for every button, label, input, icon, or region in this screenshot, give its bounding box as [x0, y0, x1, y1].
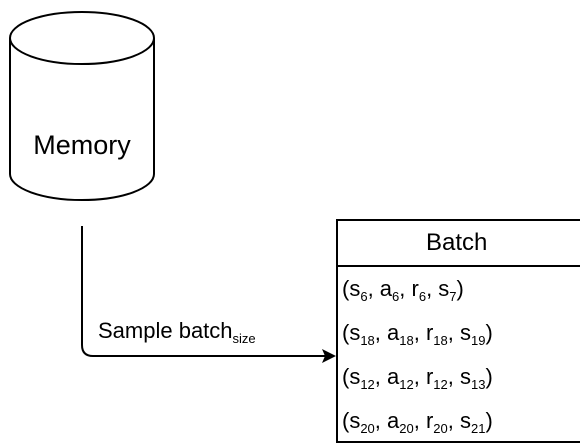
tuple-index: 18: [399, 333, 414, 348]
tuple-part: , s: [447, 320, 471, 345]
batch-title: Batch: [338, 221, 580, 267]
tuple-part: , r: [399, 276, 419, 301]
batch-row: (s20, a20, r20, s21): [338, 399, 580, 443]
tuple-index: 19: [471, 333, 486, 348]
tuple-part: ): [485, 320, 493, 345]
sample-batch-text: Sample batch: [98, 318, 233, 343]
batch-row: (s18, a18, r18, s19): [338, 311, 580, 355]
tuple-index: 7: [449, 289, 457, 304]
tuple-index: 12: [360, 377, 375, 392]
tuple-part: , r: [413, 320, 434, 345]
batch-table: Batch (s6, a6, r6, s7)(s18, a18, r18, s1…: [336, 219, 580, 443]
sample-edge: [81, 226, 336, 363]
memory-label: Memory: [33, 130, 131, 160]
tuple-part: , r: [413, 364, 434, 389]
arrowhead-icon: [322, 349, 336, 363]
tuple-index: 18: [360, 333, 375, 348]
tuple-index: 20: [399, 421, 414, 436]
tuple-part: , a: [374, 364, 400, 389]
memory-cylinder: [9, 11, 155, 201]
tuple-index: 6: [418, 289, 427, 304]
tuple-part: (s: [342, 364, 361, 389]
tuple-part: (s: [342, 320, 361, 345]
sample-batch-subscript: size: [232, 331, 256, 346]
tuple-part: , a: [367, 276, 393, 301]
tuple-part: (s: [342, 408, 361, 433]
tuple-part: (s: [342, 276, 361, 301]
tuple-index: 18: [433, 333, 448, 348]
tuple-part: ): [485, 364, 493, 389]
tuple-index: 20: [433, 421, 448, 436]
tuple-index: 12: [399, 377, 414, 392]
tuple-index: 6: [360, 289, 368, 304]
tuple-part: ): [456, 276, 464, 301]
tuple-index: 20: [360, 421, 375, 436]
tuple-index: 13: [471, 377, 486, 392]
tuple-index: 21: [471, 421, 486, 436]
tuple-part: , s: [447, 364, 471, 389]
tuple-part: , s: [426, 276, 450, 301]
batch-row: (s12, a12, r12, s13): [338, 355, 580, 399]
tuple-part: ): [485, 408, 493, 433]
tuple-part: , a: [374, 408, 400, 433]
tuple-part: , a: [374, 320, 400, 345]
sample-batch-label: Sample batchsize: [96, 316, 258, 346]
tuple-index: 6: [392, 289, 400, 304]
batch-rows: (s6, a6, r6, s7)(s18, a18, r18, s19)(s12…: [338, 267, 580, 443]
tuple-part: , r: [413, 408, 434, 433]
batch-row: (s6, a6, r6, s7): [338, 267, 580, 311]
tuple-index: 12: [433, 377, 448, 392]
tuple-part: , s: [447, 408, 471, 433]
